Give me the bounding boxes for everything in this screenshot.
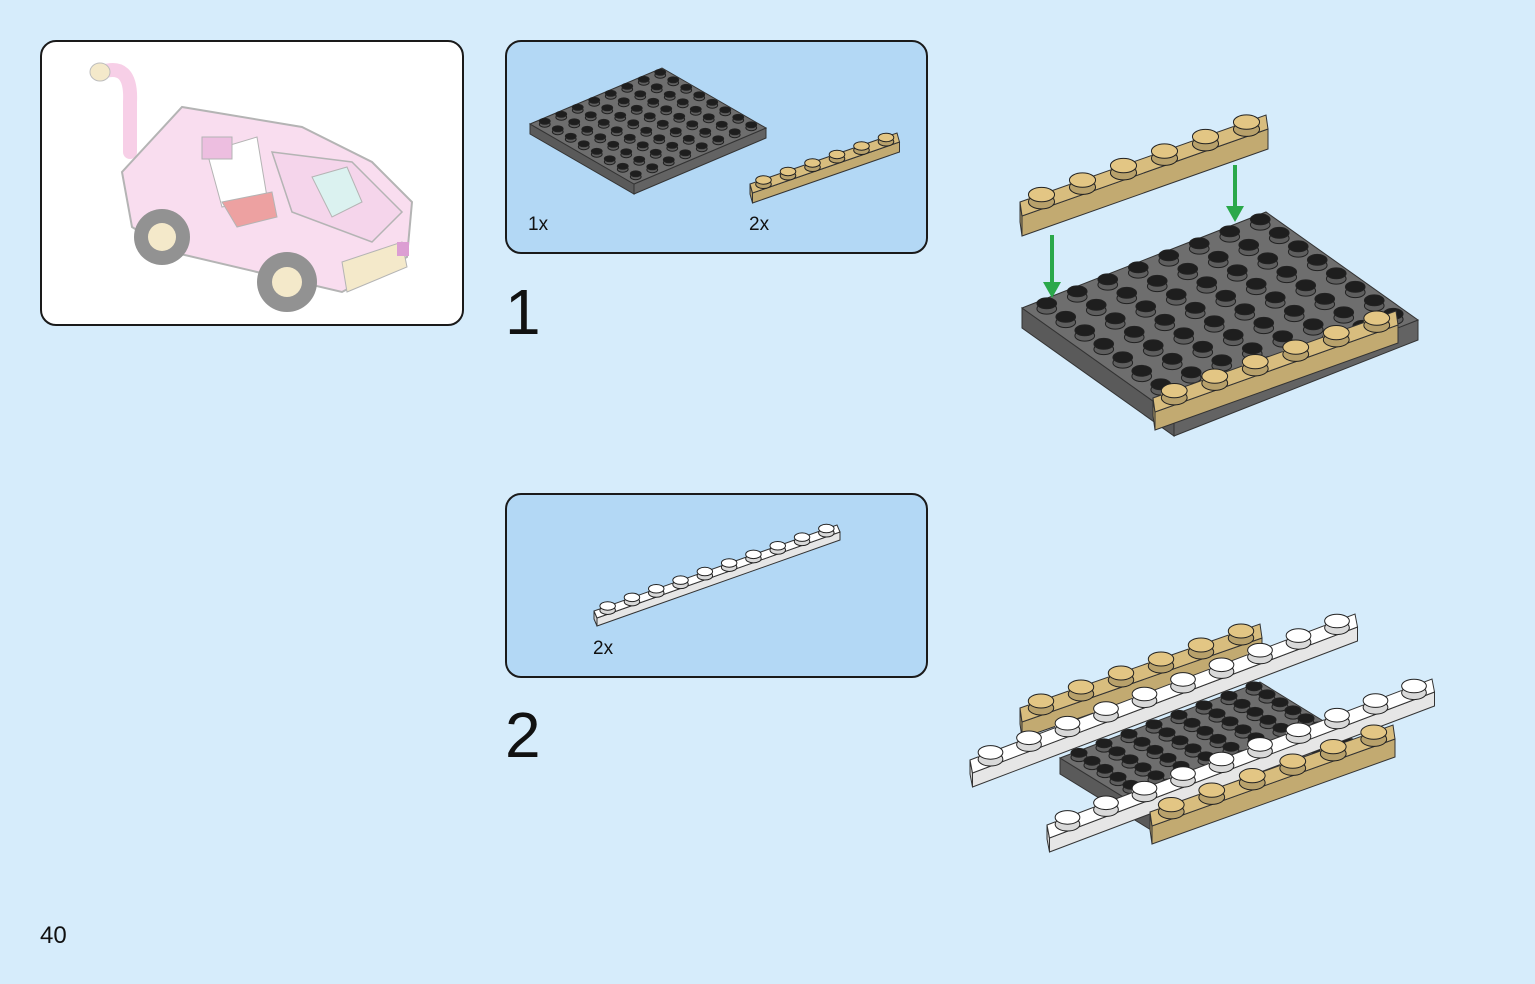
part-quantity: 2x [593,638,614,659]
parts-list-step-2: 2x [505,493,928,678]
part-quantity: 1x [528,214,549,235]
part-quantity: 2x [749,214,770,235]
page-number: 40 [40,922,67,949]
step-number: 1 [505,276,541,348]
parts-list-step-1: 1x 2x [505,40,928,254]
gray-plate-part [528,67,768,195]
tan-plate-part [749,132,901,204]
parts-2-art [593,523,841,627]
white-plate-back [969,613,1359,788]
white-plate-part [593,523,841,627]
tan-plate-attached [1152,310,1399,431]
car-model-icon [89,62,414,312]
tan-plate-front [1149,724,1396,845]
step-number: 2 [505,699,541,771]
assembled-model-preview [40,40,464,326]
tan-plate-floating [1019,114,1269,237]
parts-1-art [528,67,901,204]
down-arrow-icon [1226,165,1244,222]
down-arrow-icon [1043,235,1061,298]
